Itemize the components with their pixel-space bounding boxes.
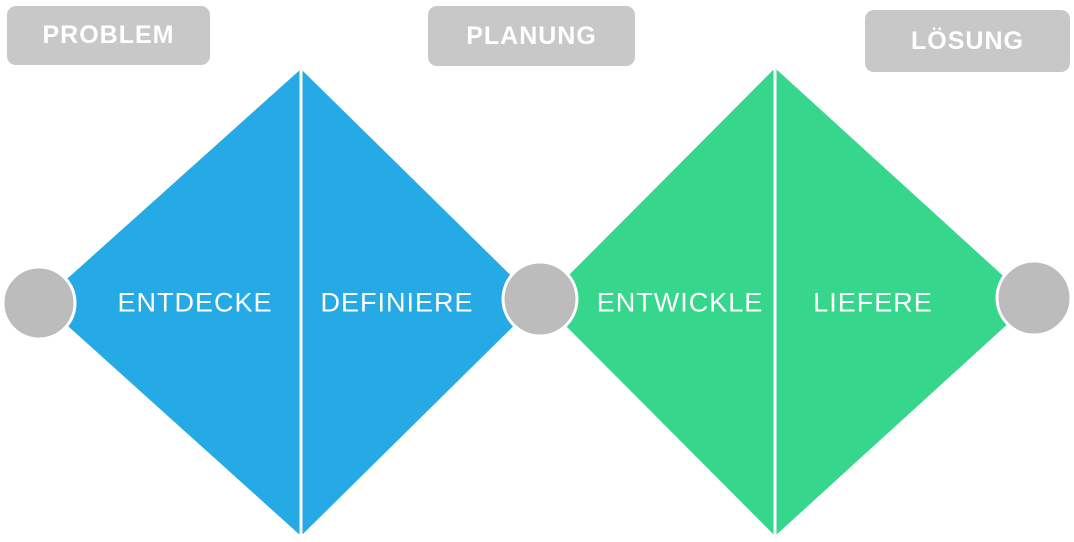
stage-label-entwickle: ENTWICKLE (596, 287, 764, 318)
stage-label-entdecke: ENTDECKE (117, 287, 273, 318)
phase-label-planung: PLANUNG (425, 3, 638, 69)
phase-label-loesung: LÖSUNG (862, 7, 1073, 75)
middle-node-circle (501, 260, 579, 338)
stage-label-definiere: DEFINIERE (320, 287, 474, 318)
end-node-circle (995, 259, 1073, 337)
phase-label-problem: PROBLEM (4, 3, 213, 68)
stage-label-liefere: LIEFERE (813, 287, 933, 318)
start-node-circle (1, 265, 77, 341)
